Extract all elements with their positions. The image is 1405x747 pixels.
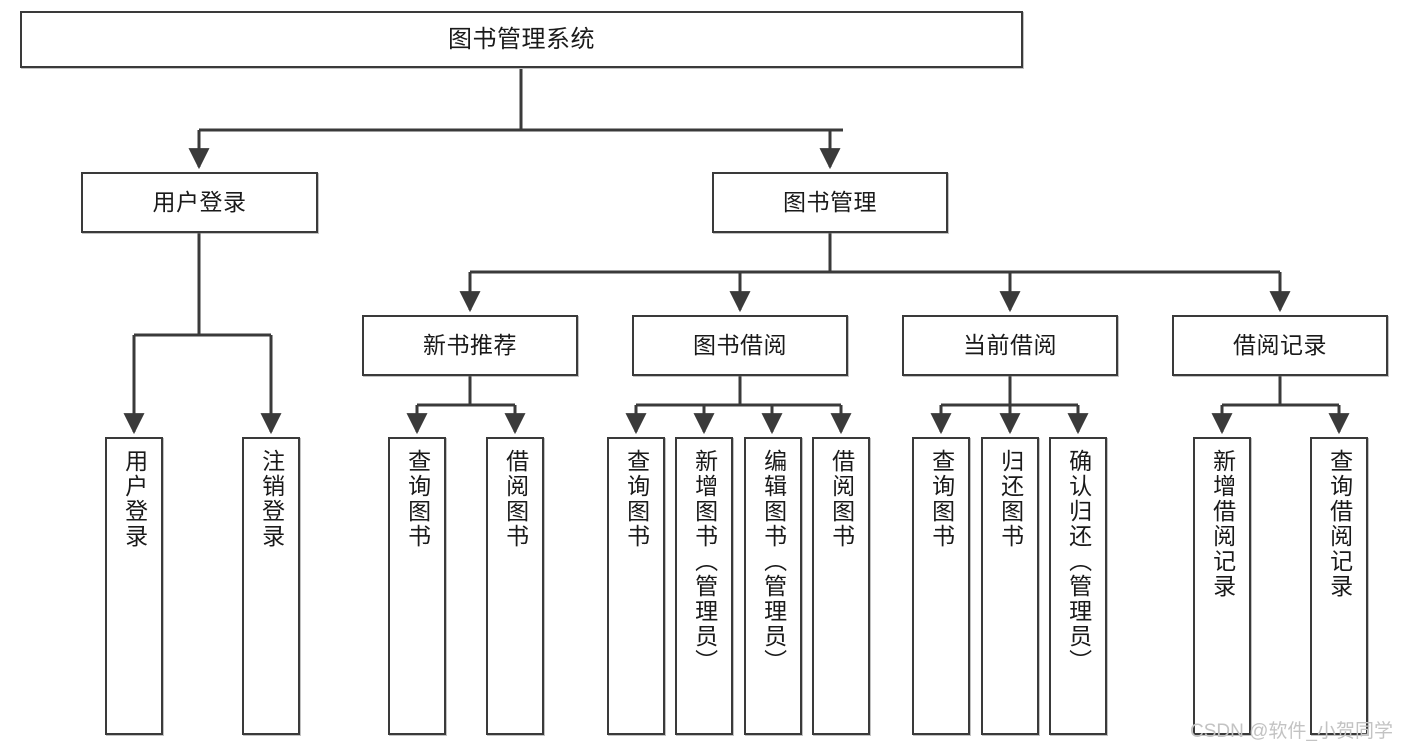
node-label: 图书管理 bbox=[783, 189, 877, 216]
leaf-current-query-book[interactable]: 查询图书 bbox=[912, 437, 970, 735]
leaf-current-confirm-return-admin[interactable]: 确认归还（管理员） bbox=[1049, 437, 1107, 735]
leaf-recommend-borrow-book[interactable]: 借阅图书 bbox=[486, 437, 544, 735]
node-label: 注销登录 bbox=[258, 449, 285, 549]
node-label: 新增借阅记录 bbox=[1209, 449, 1236, 599]
node-label: 借阅图书 bbox=[828, 449, 855, 549]
node-borrow-record[interactable]: 借阅记录 bbox=[1172, 315, 1388, 376]
node-label: 用户登录 bbox=[152, 189, 247, 216]
node-label: 新增图书（管理员） bbox=[691, 449, 718, 674]
node-book-management[interactable]: 图书管理 bbox=[712, 172, 948, 233]
node-label: 查询借阅记录 bbox=[1326, 449, 1353, 599]
node-label: 新书推荐 bbox=[423, 332, 517, 359]
leaf-borrow-edit-book-admin[interactable]: 编辑图书（管理员） bbox=[744, 437, 802, 735]
node-label: 归还图书 bbox=[997, 449, 1024, 549]
node-root-system[interactable]: 图书管理系统 bbox=[20, 11, 1023, 68]
leaf-borrow-query-book[interactable]: 查询图书 bbox=[607, 437, 665, 735]
node-new-book-recommend[interactable]: 新书推荐 bbox=[362, 315, 578, 376]
leaf-record-query-record[interactable]: 查询借阅记录 bbox=[1310, 437, 1368, 735]
leaf-borrow-add-book-admin[interactable]: 新增图书（管理员） bbox=[675, 437, 733, 735]
node-label: 借阅记录 bbox=[1233, 332, 1327, 359]
node-label: 查询图书 bbox=[404, 449, 431, 549]
node-label: 查询图书 bbox=[623, 449, 650, 549]
node-label: 借阅图书 bbox=[502, 449, 529, 549]
node-label: 当前借阅 bbox=[963, 332, 1057, 359]
node-label: 用户登录 bbox=[121, 449, 148, 549]
node-label: 确认归还（管理员） bbox=[1065, 449, 1092, 674]
node-label: 查询图书 bbox=[928, 449, 955, 549]
leaf-recommend-query-book[interactable]: 查询图书 bbox=[388, 437, 446, 735]
node-label: 编辑图书（管理员） bbox=[760, 449, 787, 674]
node-current-borrow[interactable]: 当前借阅 bbox=[902, 315, 1118, 376]
leaf-borrow-borrow-book[interactable]: 借阅图书 bbox=[812, 437, 870, 735]
leaf-record-add-record[interactable]: 新增借阅记录 bbox=[1193, 437, 1251, 735]
leaf-user-login-logout[interactable]: 注销登录 bbox=[242, 437, 300, 735]
leaf-user-login-login[interactable]: 用户登录 bbox=[105, 437, 163, 735]
node-user-login[interactable]: 用户登录 bbox=[81, 172, 318, 233]
node-label: 图书借阅 bbox=[693, 332, 787, 359]
node-book-borrow[interactable]: 图书借阅 bbox=[632, 315, 848, 376]
csdn-watermark: CSDN @软件_小贺同学 bbox=[1190, 721, 1393, 742]
leaf-current-return-book[interactable]: 归还图书 bbox=[981, 437, 1039, 735]
node-label: 图书管理系统 bbox=[448, 25, 595, 53]
